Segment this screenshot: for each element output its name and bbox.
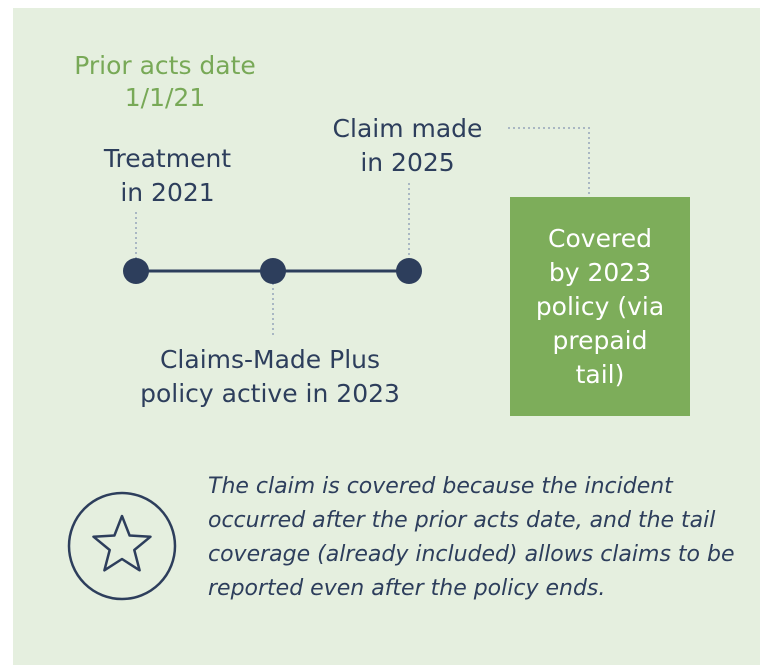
treatment-line-2: in 2021 bbox=[120, 178, 215, 207]
claim-line-1: Claim made bbox=[332, 114, 483, 143]
prior-acts-label: Prior acts date 1/1/21 bbox=[40, 50, 290, 114]
treatment-dot bbox=[123, 258, 149, 284]
covered-box: Covered by 2023 policy (via prepaid tail… bbox=[510, 197, 690, 416]
prior-acts-title: Prior acts date bbox=[74, 51, 256, 80]
star-icon bbox=[66, 490, 178, 602]
prior-acts-date: 1/1/21 bbox=[124, 83, 206, 112]
policy-line-1: Claims-Made Plus bbox=[159, 345, 381, 374]
claim-to-covered-connector bbox=[508, 127, 590, 197]
claim-dot bbox=[396, 258, 422, 284]
treatment-line-1: Treatment bbox=[103, 144, 232, 173]
covered-box-text: Covered by 2023 policy (via prepaid tail… bbox=[535, 223, 665, 389]
treatment-label: Treatment in 2021 bbox=[80, 142, 255, 210]
policy-line-2: policy active in 2023 bbox=[140, 379, 400, 408]
policy-label: Claims-Made Plus policy active in 2023 bbox=[100, 343, 440, 411]
policy-dot bbox=[260, 258, 286, 284]
explanation-note: The claim is covered because the inciden… bbox=[208, 474, 735, 601]
claim-label: Claim made in 2025 bbox=[300, 112, 515, 180]
claim-line-2: in 2025 bbox=[360, 148, 455, 177]
